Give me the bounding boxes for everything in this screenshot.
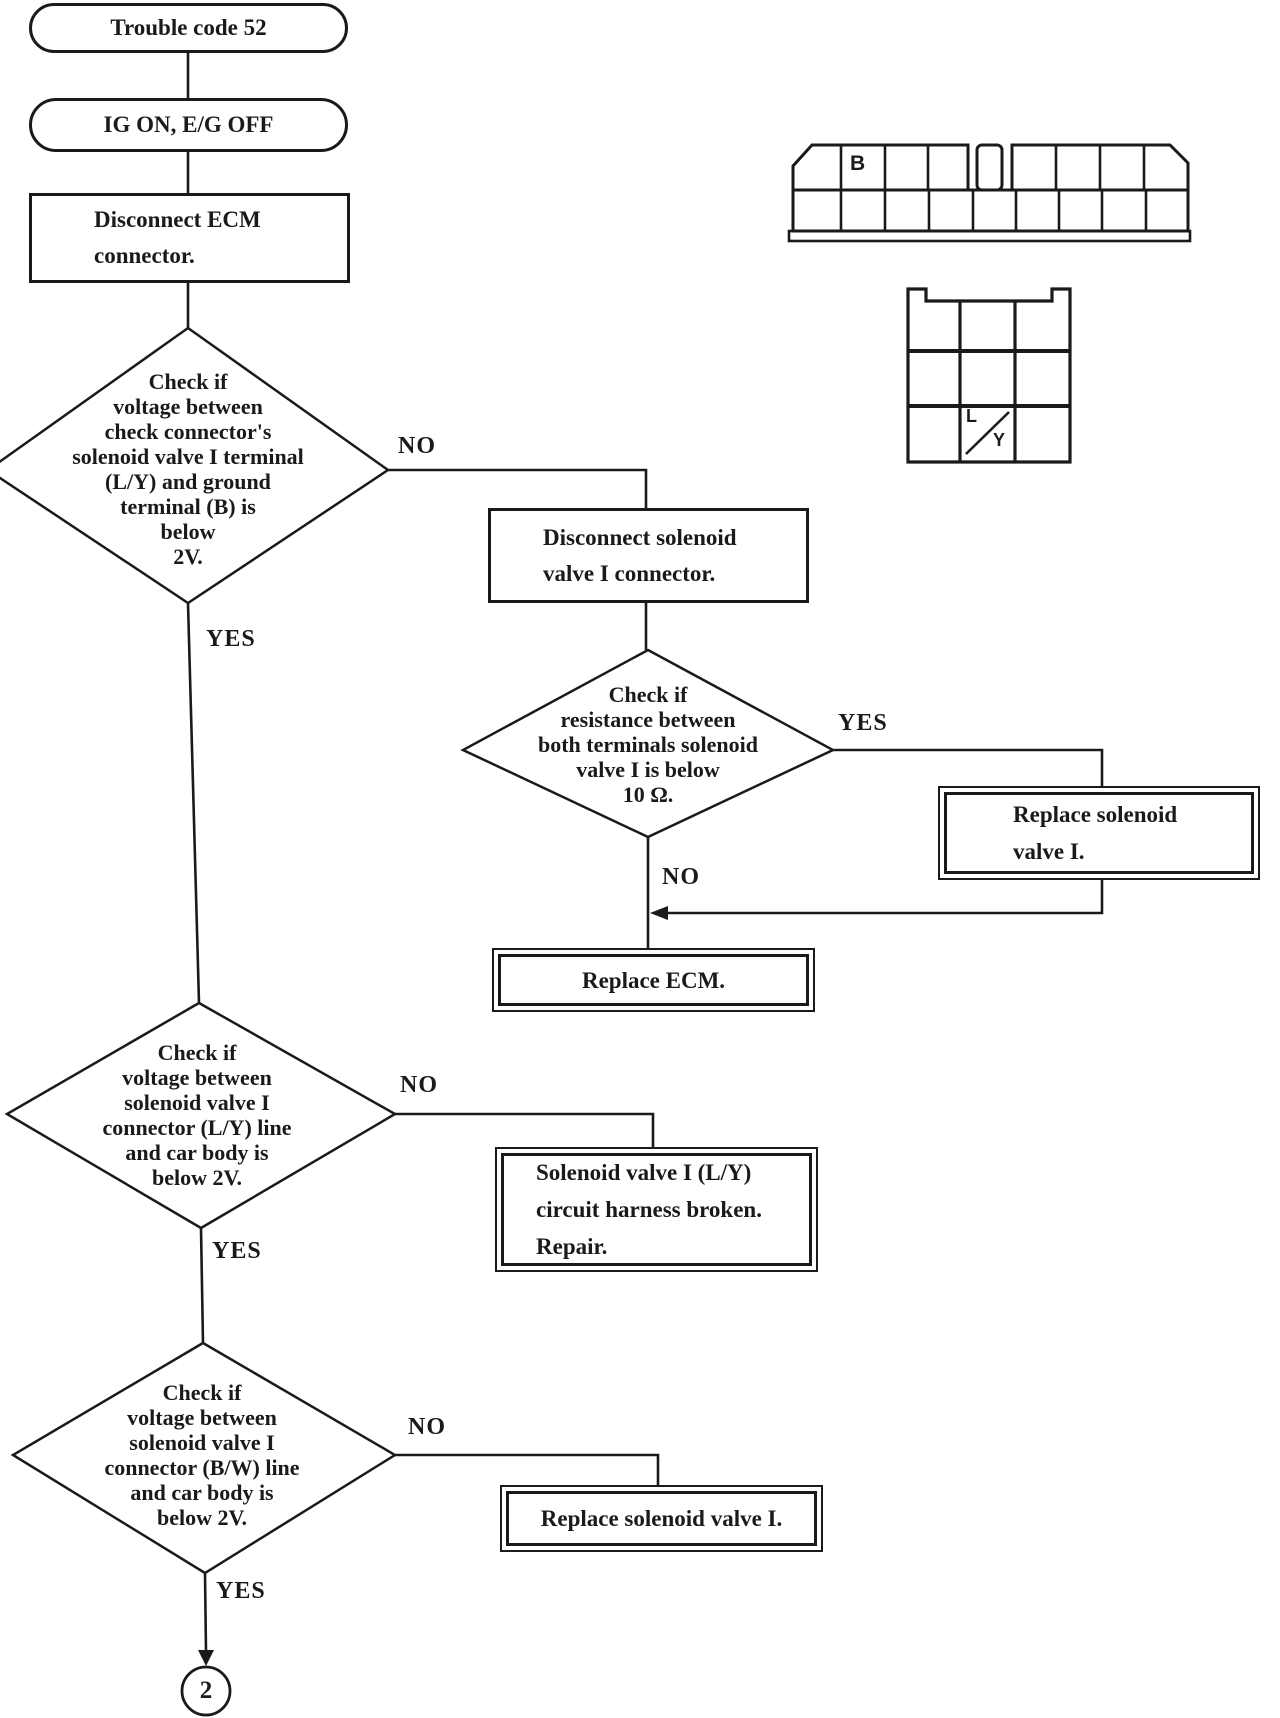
disconnect-solenoid-process: Disconnect solenoid valve I connector. [488,508,809,603]
harness-broken-result: Solenoid valve I (L/Y) circuit harness b… [495,1147,818,1272]
edge-decision3-yes [199,1227,205,1344]
start-terminal: Trouble code 52 [29,3,348,53]
decision-1-text: Check if voltage between check connector… [72,369,304,569]
replace-solenoid-valve-result-frame: Replace solenoid valve I. [944,792,1254,874]
decision-1-no-label: NO [398,433,436,459]
ecm-ground-pin-label: B [850,152,866,175]
ecm-connector-bottom-row [791,188,1190,233]
off-page-connector-circle [180,1665,232,1717]
solenoid-connector-column-lines [958,301,1017,462]
precondition-terminal: IG ON, E/G OFF [29,98,348,152]
edge-decision1-no [388,468,648,508]
ecm-connector-flange [787,229,1192,243]
decision-2-text: Check if resistance between both termina… [537,681,759,807]
replace-ecm-result: Replace ECM. [492,948,815,1012]
edge-decision4-no [395,1453,660,1485]
ecm-connector-diagram [787,143,1192,243]
decision-3-text: Check if voltage between solenoid valve … [102,1040,292,1190]
decision-1-yes-label: YES [206,626,256,652]
solenoid-pin-slash [965,411,1010,455]
decision-2-no-label: NO [662,864,700,890]
decision-4-yes-label: YES [216,1578,266,1604]
edge-decision2-yes [833,748,1104,786]
replace-ecm-label: Replace ECM. [581,967,726,993]
down-arrowhead-icon [198,1650,214,1666]
replace-solenoid-valve-bottom-label: Replace solenoid valve I. [540,1506,783,1531]
edge-decision4-yes [203,1572,208,1653]
solenoid-connector-outline [906,287,1072,464]
decision-4-text: Check if voltage between solenoid valve … [104,1380,300,1530]
precondition-terminal-label: IG ON, E/G OFF [103,112,274,137]
replace-solenoid-valve-bottom-result: Replace solenoid valve I. [500,1485,823,1552]
solenoid-pin-label-y: Y [993,430,1006,450]
off-page-connector-number: 2 [199,1677,213,1704]
replace-ecm-result-frame: Replace ECM. [498,954,809,1006]
replace-solenoid-valve-label: Replace solenoid valve I. [1013,802,1178,864]
solenoid-connector-diagram [906,287,1072,464]
harness-broken-label: Solenoid valve I (L/Y) circuit harness b… [536,1160,762,1259]
decision-4-no-label: NO [408,1414,446,1440]
decision-2-yes-label: YES [838,710,888,736]
ecm-connector-top-left-block [791,143,970,192]
merge-arrowhead-icon [650,906,668,920]
replace-solenoid-valve-bottom-frame: Replace solenoid valve I. [506,1491,817,1546]
edge-replace-solenoid-merge [662,880,1104,915]
disconnect-ecm-process: Disconnect ECM connector. [29,193,350,283]
edge-decision3-no [395,1112,655,1147]
harness-broken-result-frame: Solenoid valve I (L/Y) circuit harness b… [501,1153,812,1266]
decision-3-no-label: NO [400,1072,438,1098]
ecm-connector-bottom-dividers [839,190,1148,231]
ecm-connector-key-slot [975,143,1004,192]
replace-solenoid-valve-result: Replace solenoid valve I. [938,786,1260,880]
ecm-connector-top-left-dividers [839,145,930,190]
decision-3-yes-label: YES [212,1238,262,1264]
solenoid-pin-label-l: L [966,406,977,426]
ecm-connector-top-right-dividers [1054,145,1146,190]
edge-decision1-yes [186,602,201,1004]
disconnect-solenoid-label: Disconnect solenoid valve I connector. [543,524,737,586]
start-terminal-label: Trouble code 52 [110,15,267,40]
disconnect-ecm-label: Disconnect ECM connector. [94,207,261,268]
solenoid-connector-row-lines [908,349,1070,408]
